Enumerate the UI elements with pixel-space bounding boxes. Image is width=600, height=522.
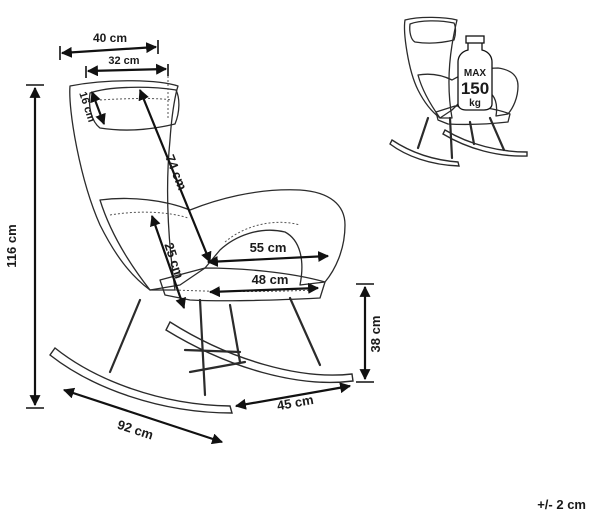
label-seat-height-38: 38 cm — [368, 316, 383, 353]
backrest-74-arrow — [138, 88, 212, 264]
front-rocker — [165, 320, 354, 384]
label-width-40: 40 cm — [93, 31, 127, 45]
label-seat-depth-48: 48 cm — [252, 272, 289, 287]
label-seat-width-55: 55 cm — [250, 240, 287, 255]
length-92-arrow — [62, 387, 224, 445]
dimension-arrows — [26, 40, 374, 445]
small-chair-drawing: MAX 150 kg — [389, 16, 528, 167]
seat-width-55-arrow — [206, 251, 330, 267]
label-backrest-74: 74 cm — [162, 152, 190, 192]
seat-cushion — [159, 267, 326, 302]
label-armrest-25: 25 cm — [161, 241, 187, 281]
leg-45-arrow — [234, 382, 352, 410]
load-badge-value: 150 — [461, 79, 489, 98]
armrest-25-arrow — [150, 214, 186, 310]
load-badge-unit: kg — [469, 98, 481, 109]
max-load-bottle-icon: MAX 150 kg — [457, 35, 493, 111]
armrest — [99, 189, 346, 291]
width-32-arrow — [86, 63, 168, 77]
label-length-92: 92 cm — [116, 417, 156, 443]
label-width-32: 32 cm — [108, 55, 139, 67]
label-leg-45: 45 cm — [276, 392, 315, 413]
tolerance-note: +/- 2 cm — [537, 497, 586, 512]
dimension-labels: 40 cm 32 cm 16 cm 74 cm 25 cm 55 cm 48 c… — [4, 31, 383, 443]
chair-legs — [108, 296, 322, 397]
label-height-116: 116 cm — [4, 224, 19, 267]
width-40-arrow — [60, 42, 158, 58]
main-chair-drawing — [49, 80, 354, 414]
headrest-16-arrow — [90, 90, 106, 126]
seat-depth-48-arrow — [208, 282, 320, 298]
load-badge-max: MAX — [464, 68, 487, 79]
